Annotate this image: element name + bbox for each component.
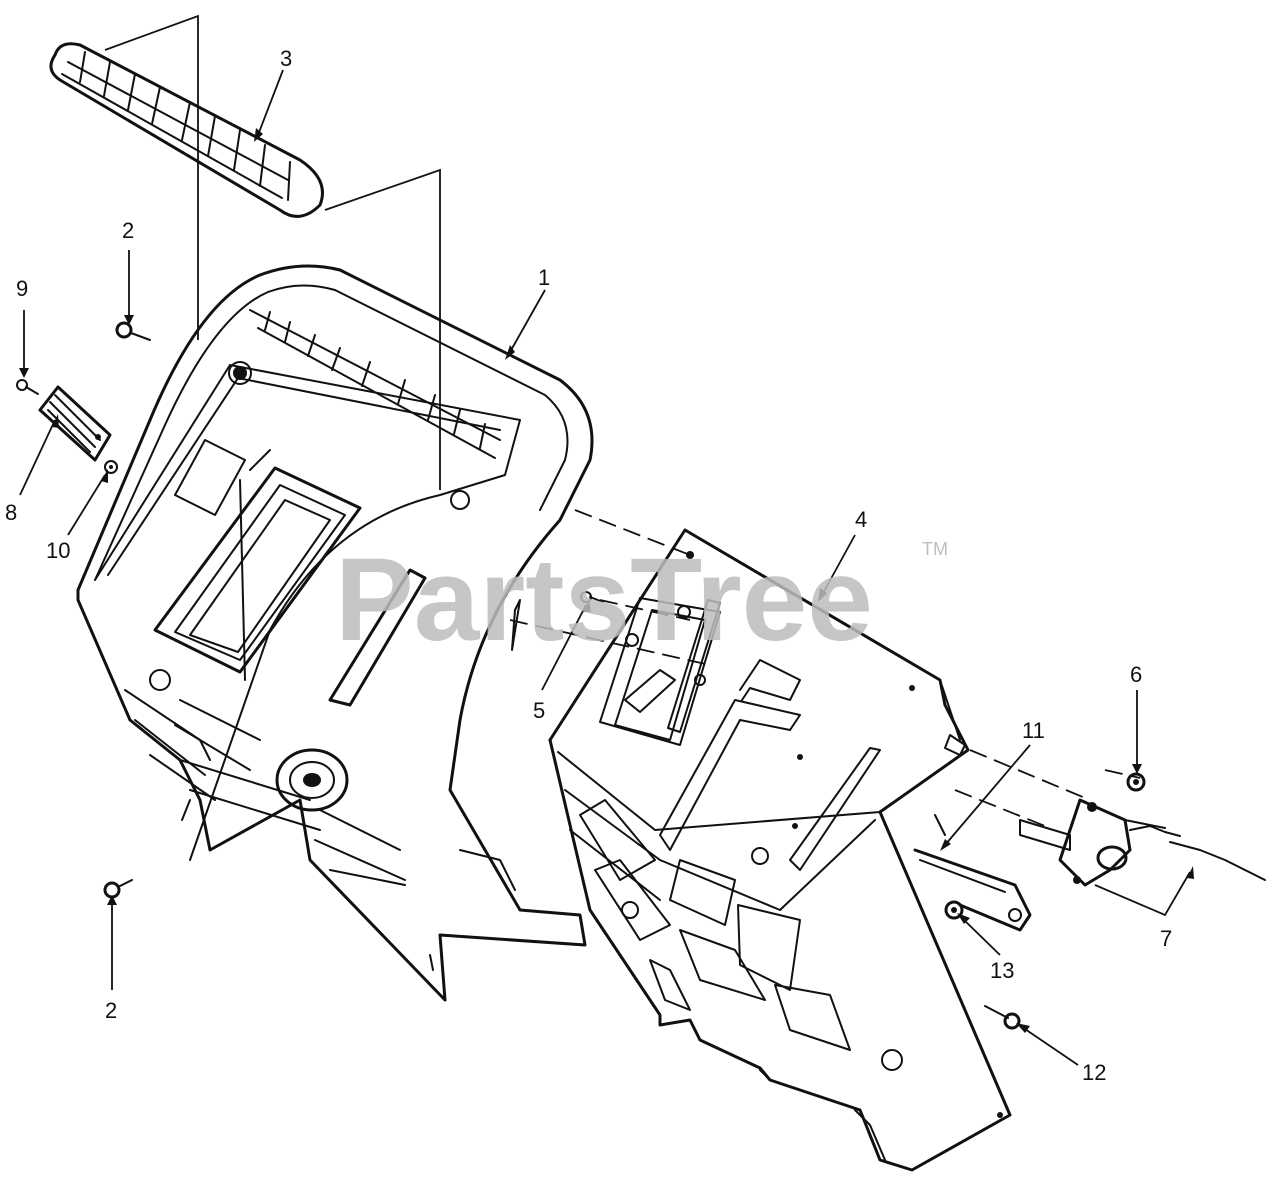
callout-leaders <box>19 69 1194 1066</box>
part-5-screw <box>580 591 604 603</box>
part-3-grille <box>49 42 324 218</box>
part-1-dash-panel <box>76 264 594 1002</box>
callout-1: 1 <box>538 265 550 290</box>
part-2-screw-top <box>115 321 151 341</box>
callout-11: 11 <box>1022 718 1045 743</box>
part-8-knob <box>38 385 112 462</box>
callout-4: 4 <box>855 507 867 532</box>
watermark-trademark: TM <box>922 539 948 559</box>
part-12-screw <box>984 1005 1021 1030</box>
part-9-screw <box>16 379 39 395</box>
callout-8: 8 <box>5 500 17 525</box>
part-4-support-bracket <box>548 528 1012 1172</box>
part-11-bracket <box>913 734 1032 932</box>
callout-2-top: 2 <box>122 218 134 243</box>
leader-lines-part1-part4 <box>509 509 711 666</box>
leader-lines-part4-part7 <box>954 749 1141 829</box>
callout-3: 3 <box>280 46 292 71</box>
part-1-flange <box>511 599 521 651</box>
callout-7: 7 <box>1160 926 1172 951</box>
part-13-nut <box>944 900 964 920</box>
callout-6: 6 <box>1130 662 1142 687</box>
part-7-throttle-control <box>1019 798 1266 887</box>
leader-lines-part3 <box>104 14 441 490</box>
callout-12: 12 <box>1082 1060 1106 1085</box>
callout-5: 5 <box>533 698 545 723</box>
callout-2-bottom: 2 <box>105 998 117 1023</box>
watermark-text: PartsTree <box>335 534 873 666</box>
callout-13: 13 <box>990 958 1014 983</box>
part-10-nut <box>104 460 118 474</box>
callout-9: 9 <box>16 276 28 301</box>
part-6-nut <box>1126 772 1146 792</box>
part-2-screw-bottom <box>103 879 133 899</box>
callout-10: 10 <box>46 538 70 563</box>
